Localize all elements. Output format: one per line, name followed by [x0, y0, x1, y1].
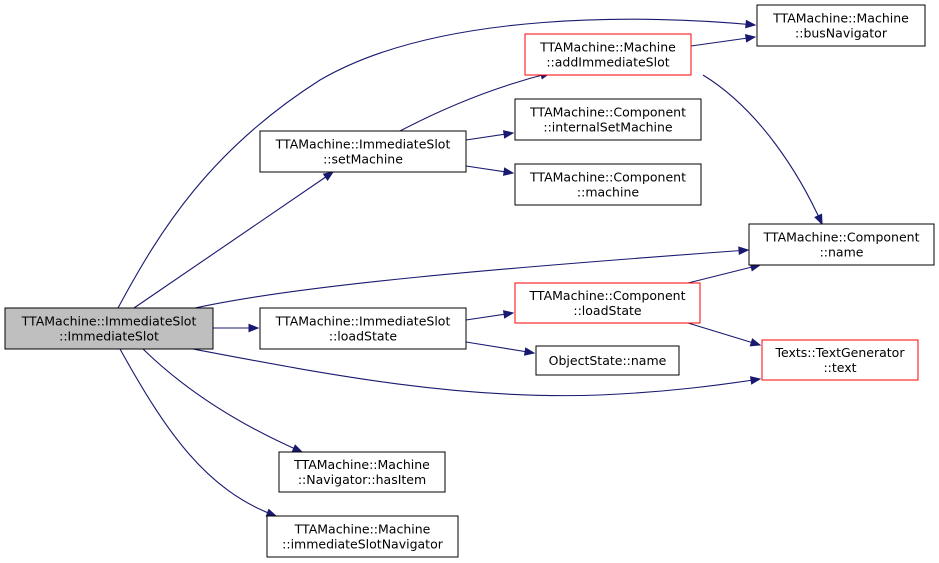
node-label-line: ObjectState::name: [549, 353, 667, 368]
arrowhead: [744, 34, 757, 43]
edge-line: [702, 74, 823, 225]
edge-line: [133, 171, 334, 309]
edge-immediate-slot-load-state-to-component-load-state: [465, 310, 515, 321]
node-label-line: ::Navigator::hasItem: [298, 472, 426, 487]
node-label-line: TTAMachine::Component: [529, 288, 686, 303]
node-box: [748, 223, 935, 266]
edge-immediate-slot-ctor-to-machine-bus-navigator: [117, 18, 757, 309]
arrowhead: [749, 376, 762, 385]
node-label-line: TTAMachine::Machine: [539, 40, 676, 55]
node-navigator-has-item[interactable]: TTAMachine::Machine::Navigator::hasItem: [278, 451, 446, 493]
edge-immediate-slot-ctor-to-text-generator-text: [192, 348, 762, 397]
node-box: [259, 307, 467, 350]
node-label-line: ::ImmediateSlot: [59, 329, 159, 344]
node-label-line: TTAMachine::ImmediateSlot: [21, 314, 197, 329]
node-label-line: ::machine: [577, 185, 639, 200]
node-label-line: ::loadState: [329, 329, 398, 344]
node-box: [278, 451, 446, 493]
edge-machine-add-immediate-slot-to-machine-bus-navigator: [690, 34, 757, 47]
node-label-line: ::immediateSlotNavigator: [282, 537, 444, 552]
edge-component-load-state-to-text-generator-text: [687, 322, 762, 347]
edge-immediate-slot-set-machine-to-component-machine: [465, 165, 515, 176]
node-box: [535, 345, 680, 376]
edge-line: [687, 264, 761, 284]
node-component-internal-set-machine[interactable]: TTAMachine::Component::internalSetMachin…: [514, 98, 702, 141]
node-text-generator-text[interactable]: Texts::TextGenerator::text: [761, 339, 919, 381]
edge-line: [192, 348, 761, 397]
node-immediate-slot-set-machine[interactable]: TTAMachine::ImmediateSlot::setMachine: [259, 130, 467, 173]
edge-component-load-state-to-component-name: [687, 263, 762, 284]
edge-line: [399, 72, 551, 132]
node-label-line: ::name: [820, 245, 864, 260]
arrowhead: [523, 347, 536, 356]
edge-line: [117, 18, 756, 309]
node-component-name[interactable]: TTAMachine::Component::name: [748, 223, 935, 266]
arrowhead: [745, 19, 757, 29]
node-label-line: TTAMachine::Component: [529, 170, 686, 185]
node-box: [514, 163, 702, 206]
arrowhead: [749, 338, 762, 347]
node-label-line: TTAMachine::Component: [529, 105, 686, 120]
node-box: [514, 98, 702, 141]
arrowhead: [265, 508, 278, 517]
node-label-line: ::text: [823, 360, 856, 375]
node-label-line: Texts::TextGenerator: [775, 345, 906, 360]
node-label-line: ::busNavigator: [795, 26, 888, 41]
edge-line: [690, 36, 756, 47]
arrowhead: [502, 310, 515, 319]
node-label-line: TTAMachine::Machine: [294, 522, 431, 537]
arrowhead: [502, 167, 515, 176]
node-label-line: ::internalSetMachine: [543, 120, 673, 135]
edge-line: [687, 322, 761, 346]
node-label-line: TTAMachine::Component: [763, 230, 920, 245]
nodes-layer: TTAMachine::ImmediateSlot::ImmediateSlot…: [4, 4, 935, 558]
edge-line: [142, 348, 303, 453]
node-box: [259, 130, 467, 173]
node-box: [524, 33, 692, 76]
node-immediate-slot-ctor[interactable]: TTAMachine::ImmediateSlot::ImmediateSlot: [4, 307, 214, 350]
node-machine-bus-navigator[interactable]: TTAMachine::Machine::busNavigator: [756, 4, 926, 47]
node-label-line: TTAMachine::ImmediateSlot: [275, 314, 451, 329]
node-box: [761, 339, 919, 381]
edge-line: [119, 348, 277, 517]
arrowhead: [738, 246, 750, 256]
edge-line: [194, 249, 749, 309]
node-label-line: ::loadState: [573, 303, 642, 318]
node-label-line: ::addImmediateSlot: [546, 55, 669, 70]
node-label-line: TTAMachine::Machine: [293, 457, 430, 472]
arrowhead: [322, 171, 335, 181]
arrowhead: [248, 323, 260, 333]
edge-immediate-slot-ctor-to-machine-immediate-slot-navigator: [119, 348, 278, 517]
node-object-state-name[interactable]: ObjectState::name: [535, 345, 680, 376]
node-immediate-slot-load-state[interactable]: TTAMachine::ImmediateSlot::loadState: [259, 307, 467, 350]
node-label-line: TTAMachine::ImmediateSlot: [275, 137, 451, 152]
node-box: [4, 307, 214, 350]
edge-immediate-slot-ctor-to-component-name: [194, 246, 750, 309]
node-component-machine[interactable]: TTAMachine::Component::machine: [514, 163, 702, 206]
node-machine-immediate-slot-navigator[interactable]: TTAMachine::Machine::immediateSlotNaviga…: [266, 515, 459, 558]
node-component-load-state[interactable]: TTAMachine::Component::loadState: [514, 282, 701, 324]
edges-layer: [117, 18, 823, 517]
arrowhead: [502, 130, 515, 139]
arrowhead: [291, 444, 304, 453]
edge-immediate-slot-load-state-to-object-state-name: [465, 341, 536, 356]
node-box: [514, 282, 701, 324]
node-label-line: TTAMachine::Machine: [772, 11, 909, 26]
edge-immediate-slot-set-machine-to-component-internal-set-machine: [465, 130, 515, 141]
edge-immediate-slot-ctor-to-immediate-slot-set-machine: [133, 171, 335, 309]
node-machine-add-immediate-slot[interactable]: TTAMachine::Machine::addImmediateSlot: [524, 33, 692, 76]
node-box: [266, 515, 459, 558]
node-box: [756, 4, 926, 47]
edge-machine-add-immediate-slot-to-component-name: [702, 74, 823, 226]
arrowhead: [814, 213, 823, 226]
edge-immediate-slot-ctor-to-immediate-slot-load-state: [213, 323, 260, 333]
edge-line: [465, 341, 535, 354]
node-label-line: ::setMachine: [323, 152, 403, 167]
